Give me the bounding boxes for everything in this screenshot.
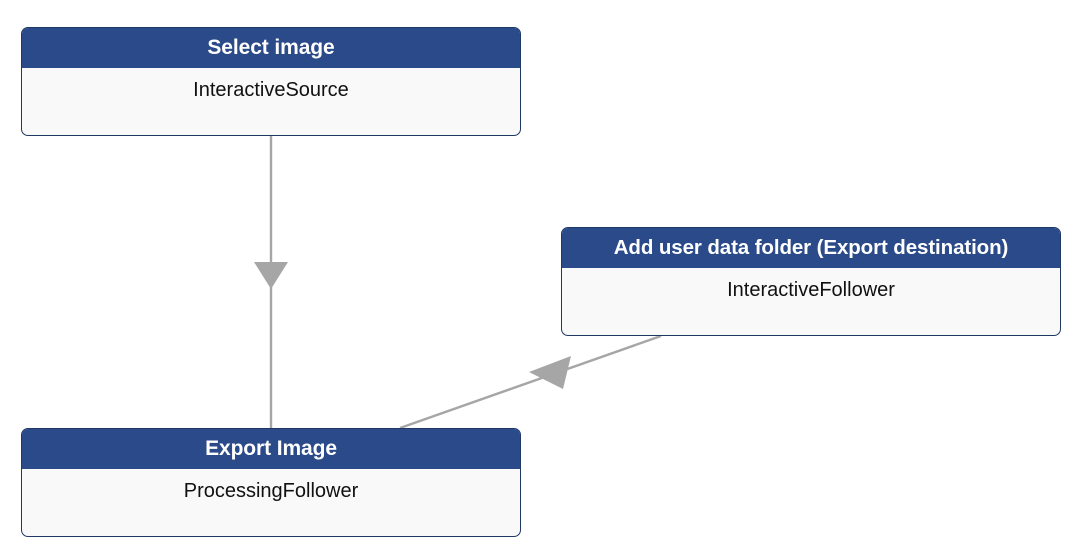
node-select-image-header: Select image bbox=[22, 28, 520, 68]
node-add-user-data-folder-body: InteractiveFollower bbox=[562, 268, 1060, 303]
node-add-user-data-folder-header: Add user data folder (Export destination… bbox=[562, 228, 1060, 268]
edge-add-user-data-folder-to-export-image bbox=[399, 334, 662, 430]
node-select-image-body: InteractiveSource bbox=[22, 68, 520, 103]
node-add-user-data-folder[interactable]: Add user data folder (Export destination… bbox=[561, 227, 1061, 336]
arrowhead-down-left-icon bbox=[529, 356, 571, 389]
edge-select-image-to-export-image bbox=[254, 136, 288, 428]
node-export-image-body: ProcessingFollower bbox=[22, 469, 520, 504]
edge-line bbox=[399, 334, 662, 430]
node-export-image-header: Export Image bbox=[22, 429, 520, 469]
node-select-image[interactable]: Select image InteractiveSource bbox=[21, 27, 521, 136]
arrowhead-down-icon bbox=[254, 262, 288, 289]
node-export-image[interactable]: Export Image ProcessingFollower bbox=[21, 428, 521, 537]
